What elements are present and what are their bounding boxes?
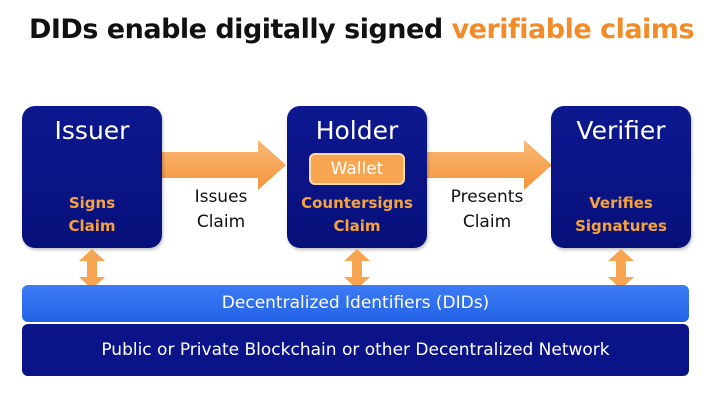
issuer-box: Issuer Signs Claim	[22, 106, 162, 248]
title-highlight: verifiable claims	[451, 14, 695, 45]
verifier-title: Verifier	[576, 116, 666, 145]
issuer-title: Issuer	[54, 116, 130, 145]
presents-arrow	[426, 140, 552, 190]
issues-claim-label: Issues Claim	[166, 185, 276, 235]
issues-label-line1: Issues	[194, 187, 248, 207]
issuer-action-line1: Signs	[68, 194, 116, 212]
verifier-box: Verifier Verifies Signatures	[551, 106, 691, 248]
issuer-action-line2: Claim	[68, 217, 116, 235]
holder-action-line1: Countersigns	[301, 194, 413, 212]
verifier-action-line1: Verifies	[589, 194, 653, 212]
holder-action: Countersigns Claim	[287, 192, 427, 238]
presents-label-line2: Claim	[462, 212, 512, 232]
verifier-action: Verifies Signatures	[551, 192, 691, 238]
presents-claim-label: Presents Claim	[432, 185, 542, 235]
issues-arrow	[160, 140, 286, 190]
holder-title: Holder	[315, 116, 399, 145]
presents-label-line1: Presents	[450, 187, 524, 207]
holder-did-double-arrow	[344, 249, 370, 289]
network-layer: Public or Private Blockchain or other De…	[22, 324, 689, 376]
verifier-did-double-arrow	[608, 249, 634, 289]
did-layer: Decentralized Identifiers (DIDs)	[22, 285, 689, 322]
title-prefix: DIDs enable digitally signed	[28, 14, 452, 45]
verifier-action-line2: Signatures	[575, 217, 667, 235]
issuer-did-double-arrow	[79, 249, 105, 289]
issuer-action: Signs Claim	[22, 192, 162, 238]
holder-action-line2: Claim	[333, 217, 381, 235]
wallet-label: Wallet	[309, 153, 405, 185]
holder-box: Holder Wallet Countersigns Claim	[287, 106, 427, 248]
diagram-title: DIDs enable digitally signed verifiable …	[0, 14, 723, 45]
issues-label-line2: Claim	[196, 212, 246, 232]
